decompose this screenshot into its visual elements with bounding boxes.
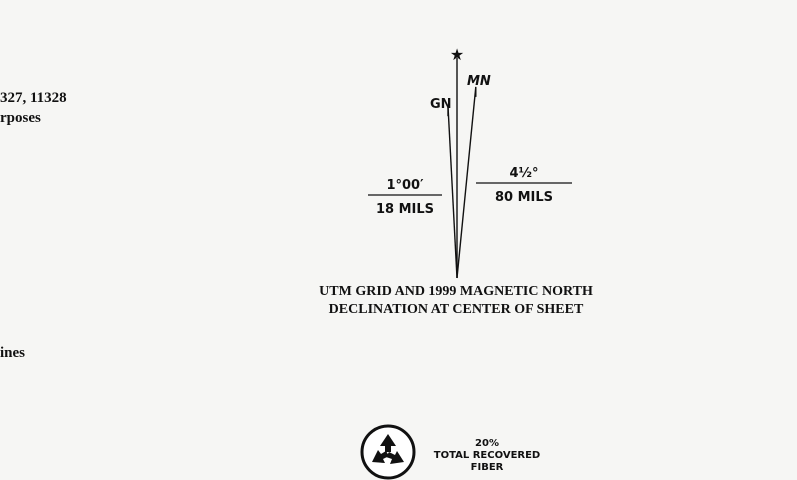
mn-label: MN xyxy=(467,74,491,89)
star-icon: ★ xyxy=(450,45,464,64)
mn-angle-mils: 80 MILS xyxy=(495,190,553,205)
caption-line1: UTM GRID AND 1999 MAGNETIC NORTH xyxy=(319,284,593,299)
left-fragment-line2: rposes xyxy=(0,110,41,126)
gn-label: GN xyxy=(430,97,452,112)
fiber-label: TOTAL RECOVERED FIBER xyxy=(433,450,541,473)
declination-caption: UTM GRID AND 1999 MAGNETIC NORTH DECLINA… xyxy=(286,283,626,319)
declination-diagram: ★ GN MN 1°00′ 18 MILS 4½° 80 MILS xyxy=(368,45,572,279)
left-fragment-line3: ines xyxy=(0,345,26,361)
left-fragment-line1: 327, 11328 xyxy=(0,90,67,106)
gn-angle-mils: 18 MILS xyxy=(376,202,434,217)
recycled-fiber-note: 20% TOTAL RECOVERED FIBER xyxy=(422,438,552,474)
magnetic-north-line xyxy=(456,86,477,279)
recycle-icon xyxy=(360,424,416,480)
grid-north-line xyxy=(447,106,458,279)
fiber-percent: 20% xyxy=(475,438,499,449)
mn-angle-deg: 4½° xyxy=(509,166,538,181)
caption-line2: DECLINATION AT CENTER OF SHEET xyxy=(328,302,584,317)
gn-angle-deg: 1°00′ xyxy=(386,178,424,193)
